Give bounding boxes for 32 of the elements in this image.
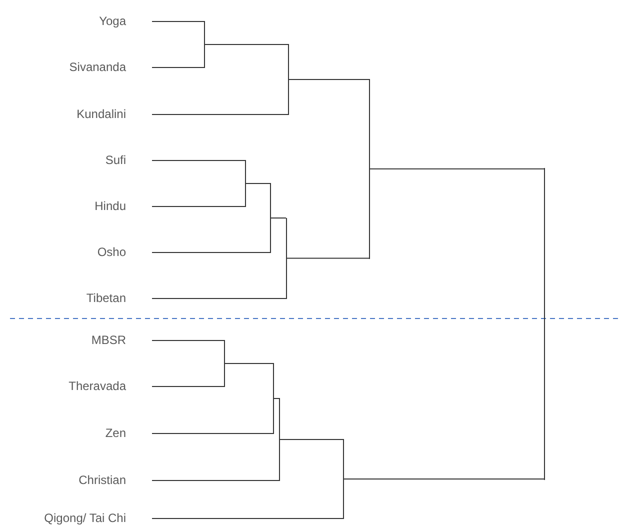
leaf-label: Christian <box>78 472 152 488</box>
leaf-label: Qigong/ Tai Chi <box>44 510 152 526</box>
dendrogram-link <box>152 386 224 387</box>
dendrogram-link <box>244 183 270 184</box>
dendrogram-link <box>152 480 280 481</box>
dendrogram-link <box>152 21 204 22</box>
dendrogram-link <box>152 340 224 341</box>
dendrogram-link <box>286 258 370 259</box>
leaf-label: Zen <box>105 425 152 441</box>
leaf-label: Kundalini <box>76 106 152 122</box>
dendrogram-link <box>204 44 288 45</box>
dendrogram-link <box>152 206 246 207</box>
dendrogram-link <box>152 160 246 161</box>
leaf-label: Yoga <box>99 13 152 29</box>
dendrogram-link <box>342 478 544 480</box>
dendrogram-link <box>152 518 344 519</box>
dendrogram-link <box>278 439 344 440</box>
leaf-label: Hindu <box>94 198 152 214</box>
leaf-label: Sufi <box>105 152 152 168</box>
dendrogram-link <box>224 363 274 364</box>
dendrogram-link <box>368 168 544 170</box>
dendrogram-link <box>288 79 370 80</box>
leaf-label: Tibetan <box>86 290 152 306</box>
dendrogram-link <box>152 433 274 434</box>
dendrogram-link <box>152 298 286 299</box>
leaf-label: Osho <box>97 244 152 260</box>
leaf-label: Theravada <box>68 378 152 394</box>
leaf-label: MBSR <box>91 332 152 348</box>
dendrogram-link <box>152 252 270 253</box>
leaf-label: Sivananda <box>69 59 152 75</box>
dendrogram-link <box>152 67 204 68</box>
dendrogram-link <box>152 114 288 115</box>
